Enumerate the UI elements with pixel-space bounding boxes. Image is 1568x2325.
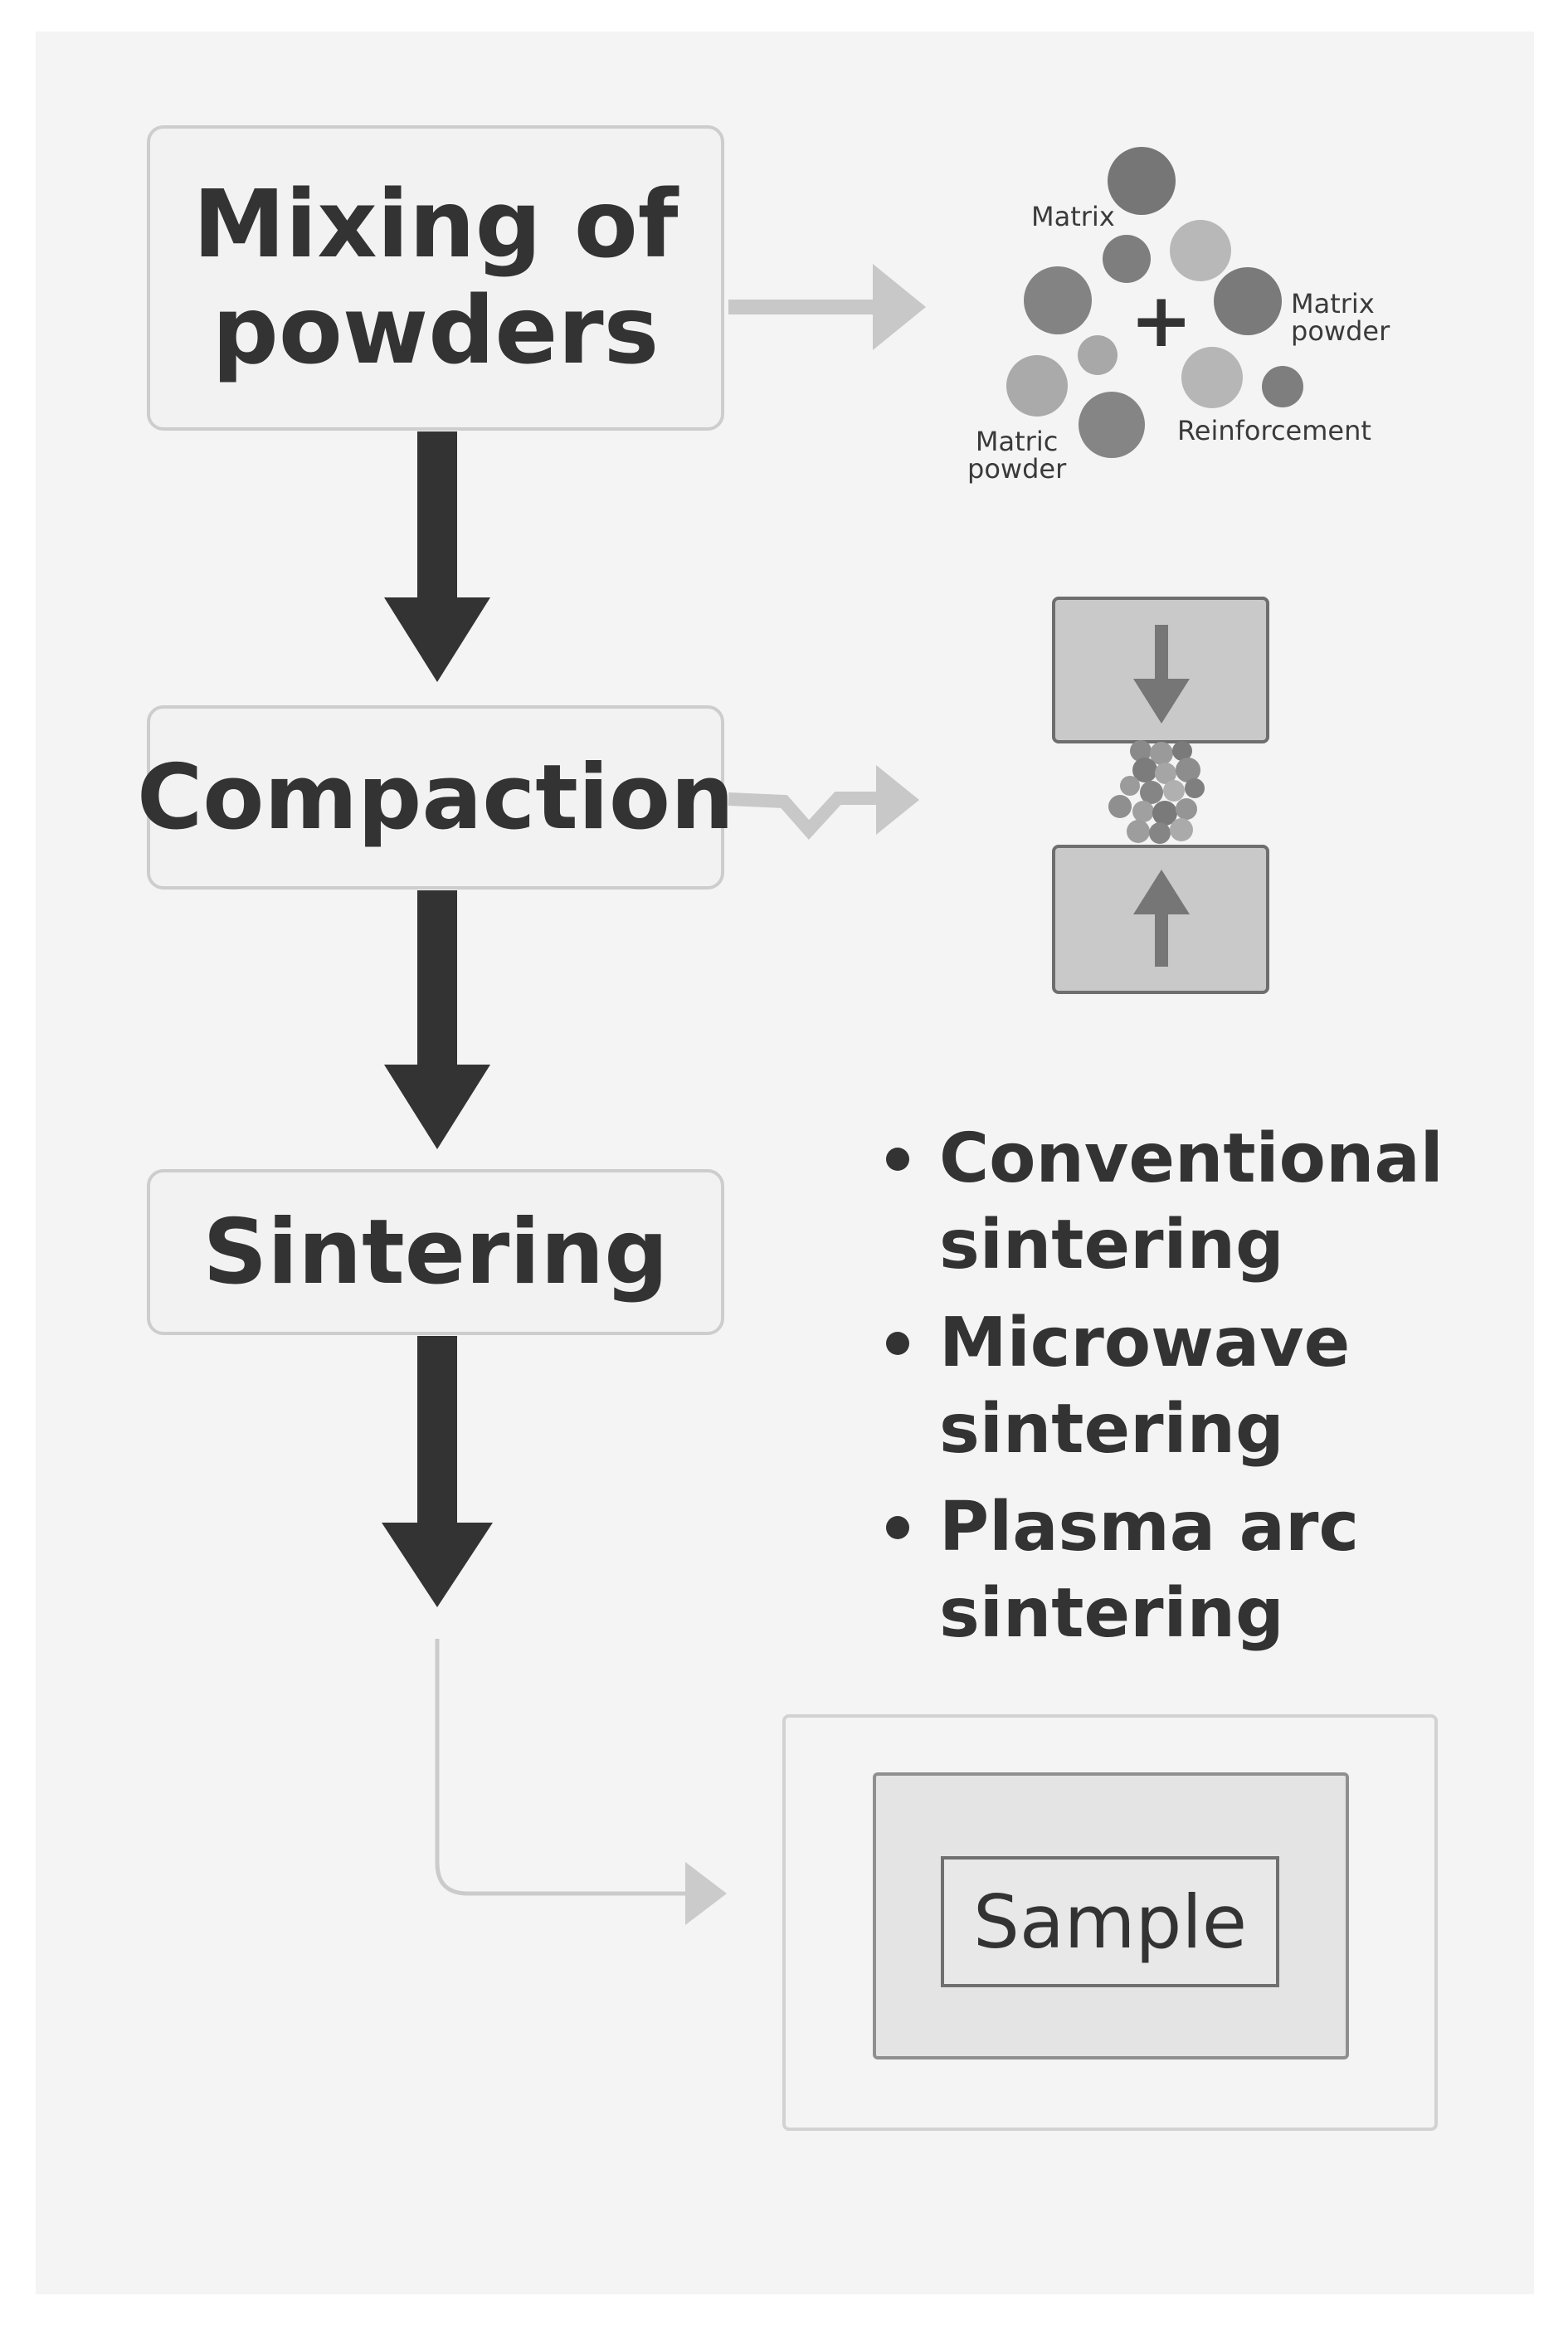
plus-sign: + bbox=[1130, 277, 1193, 364]
particle bbox=[1181, 347, 1243, 408]
particle bbox=[1024, 266, 1092, 334]
method-conventional: Conventional sintering bbox=[939, 1119, 1444, 1284]
step-compaction-label: Compaction bbox=[137, 745, 734, 850]
bullet-icon bbox=[886, 1148, 909, 1171]
bullet-icon bbox=[886, 1332, 909, 1355]
sintering-methods-list: Conventional sintering Microwave sinteri… bbox=[879, 1116, 1477, 1669]
step-mixing-line2: powders bbox=[212, 277, 660, 385]
particle bbox=[1079, 392, 1145, 458]
particle bbox=[1214, 267, 1282, 335]
particle bbox=[1170, 220, 1231, 281]
step-mixing-of-powders: Mixing of powders bbox=[147, 125, 724, 431]
label-matric-powder: Matric powder bbox=[967, 426, 1067, 485]
compacted-powder bbox=[1108, 740, 1205, 844]
label-reinforcement: Reinforcement bbox=[1177, 415, 1371, 446]
flow-arrow-compaction-to-sintering bbox=[384, 890, 490, 1149]
compaction-die-illustration bbox=[1052, 597, 1269, 994]
flow-arrow-sintering-down bbox=[382, 1336, 493, 1607]
flow-arrow-mixing-to-compaction bbox=[384, 431, 490, 682]
list-item: Plasma arc sintering bbox=[879, 1484, 1477, 1657]
up-arrow-icon bbox=[1133, 870, 1190, 914]
step-sintering-label: Sintering bbox=[202, 1200, 669, 1304]
step-mixing-line1: Mixing of bbox=[192, 171, 679, 279]
particle bbox=[1103, 235, 1151, 283]
step-compaction: Compaction bbox=[137, 705, 734, 890]
bullet-icon bbox=[886, 1516, 909, 1539]
side-arrow-to-particles bbox=[728, 264, 926, 350]
particle bbox=[1262, 366, 1303, 407]
side-arrow-to-die bbox=[728, 765, 919, 840]
side-arrow-to-sample bbox=[435, 1639, 727, 1925]
step-sintering: Sintering bbox=[147, 1169, 724, 1335]
label-matrix-powder: Matrix powder bbox=[1291, 288, 1390, 347]
sample-box: Sample bbox=[941, 1856, 1279, 1987]
sample-label: Sample bbox=[973, 1879, 1247, 1965]
list-item: Conventional sintering bbox=[879, 1116, 1477, 1289]
particle bbox=[1108, 147, 1176, 215]
method-microwave: Microwave sintering bbox=[939, 1304, 1351, 1469]
down-arrow-icon bbox=[1133, 679, 1190, 724]
particle bbox=[1078, 335, 1118, 375]
particle bbox=[1006, 355, 1068, 417]
powder-particles-illustration bbox=[1006, 147, 1303, 458]
method-plasma-arc: Plasma arc sintering bbox=[939, 1488, 1360, 1653]
list-item: Microwave sintering bbox=[879, 1300, 1477, 1473]
label-matrix: Matrix bbox=[1031, 201, 1115, 232]
